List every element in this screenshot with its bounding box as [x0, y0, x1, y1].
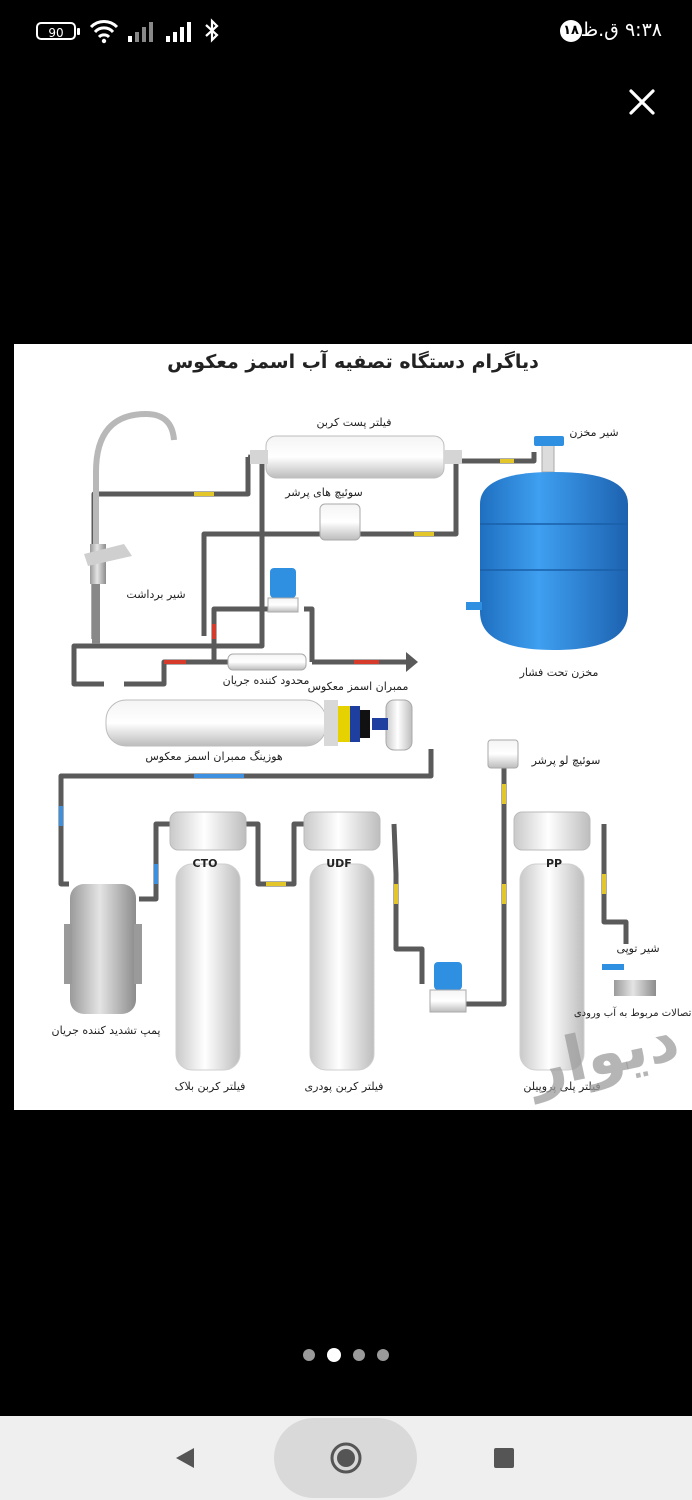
pager-dot[interactable] [303, 1348, 315, 1361]
polypropylene-label: فیلتر پلی پروپیلن [523, 1080, 600, 1093]
cto-filter [169, 811, 247, 1071]
pressure-tank-label: مخزن تحت فشار [519, 666, 599, 679]
tank-valve [534, 436, 564, 473]
powder-carbon-label: فیلتر کربن پودری [305, 1080, 384, 1093]
udf-tag: UDF [326, 857, 352, 870]
tank-valve-label: شیر مخزن [569, 426, 618, 439]
signal-icon-2 [166, 22, 191, 42]
inlet-fittings-label: اتصالات مربوط به آب ورودی [574, 1006, 692, 1019]
pp-tag: PP [546, 857, 562, 870]
low-pressure-switch [487, 739, 519, 769]
back-icon [176, 1448, 194, 1468]
booster-pump [64, 884, 142, 1014]
solenoid-valve [267, 568, 299, 613]
ro-membrane-label: ممبران اسمز معکوس [308, 680, 409, 693]
post-carbon-filter [250, 435, 462, 479]
inlet-solenoid-valve [429, 962, 467, 1013]
status-bar: 90 ۱۸ ۹:۳۸ ق.ظ [0, 0, 692, 64]
high-pressure-switch-label: سوئیچ های پرشر [284, 486, 363, 499]
battery-level: 90 [48, 26, 64, 40]
image-viewer[interactable]: دیاگرام دستگاه تصفیه آب اسمز معکوس شیر ب… [14, 344, 692, 1110]
udf-filter [303, 811, 381, 1071]
close-button[interactable] [622, 82, 662, 122]
drain-arrow [406, 652, 418, 672]
pager-dot-active[interactable] [327, 1347, 341, 1362]
high-pressure-switch [319, 503, 361, 541]
battery-icon: 90 [36, 22, 80, 40]
booster-pump-label: پمپ تشدید کننده جریان [52, 1024, 161, 1037]
ball-valve-label: شیر توپی [616, 942, 659, 955]
pp-filter [513, 811, 591, 1071]
recents-button[interactable] [492, 1446, 516, 1470]
flow-restrictor [227, 653, 307, 671]
back-button[interactable] [170, 1442, 200, 1474]
post-carbon-label: فیلتر پست کربن [316, 416, 391, 429]
pager-dots [0, 1344, 692, 1362]
recents-icon [494, 1448, 514, 1468]
pager-dot[interactable] [353, 1348, 365, 1361]
cto-tag: CTO [193, 857, 218, 870]
flow-restrictor-label: محدود کننده جریان [223, 674, 310, 687]
navigation-bar [0, 1416, 692, 1500]
home-icon [330, 1442, 362, 1474]
ball-valve [602, 964, 656, 996]
ro-diagram: دیاگرام دستگاه تصفیه آب اسمز معکوس شیر ب… [52, 349, 692, 1105]
diagram-title: دیاگرام دستگاه تصفیه آب اسمز معکوس [167, 349, 539, 373]
bluetooth-icon [205, 18, 219, 43]
clock: ۹:۳۸ ق.ظ [580, 19, 662, 41]
pressure-tank [466, 472, 628, 650]
low-pressure-switch-label: سوئیچ لو پرشر [531, 754, 601, 767]
faucet [84, 410, 177, 644]
notification-badge: ۱۸ [560, 20, 582, 42]
membrane-housing-label: هوزینگ ممبران اسمز معکوس [145, 750, 283, 763]
faucet-label: شیر برداشت [126, 588, 185, 601]
wifi-icon [89, 20, 119, 44]
home-button[interactable] [328, 1440, 364, 1476]
pager-dot[interactable] [377, 1348, 389, 1361]
carbon-block-label: فیلتر کربن بلاک [175, 1080, 246, 1093]
close-icon [629, 89, 655, 115]
membrane-housing [105, 699, 413, 751]
signal-icon [128, 22, 153, 42]
